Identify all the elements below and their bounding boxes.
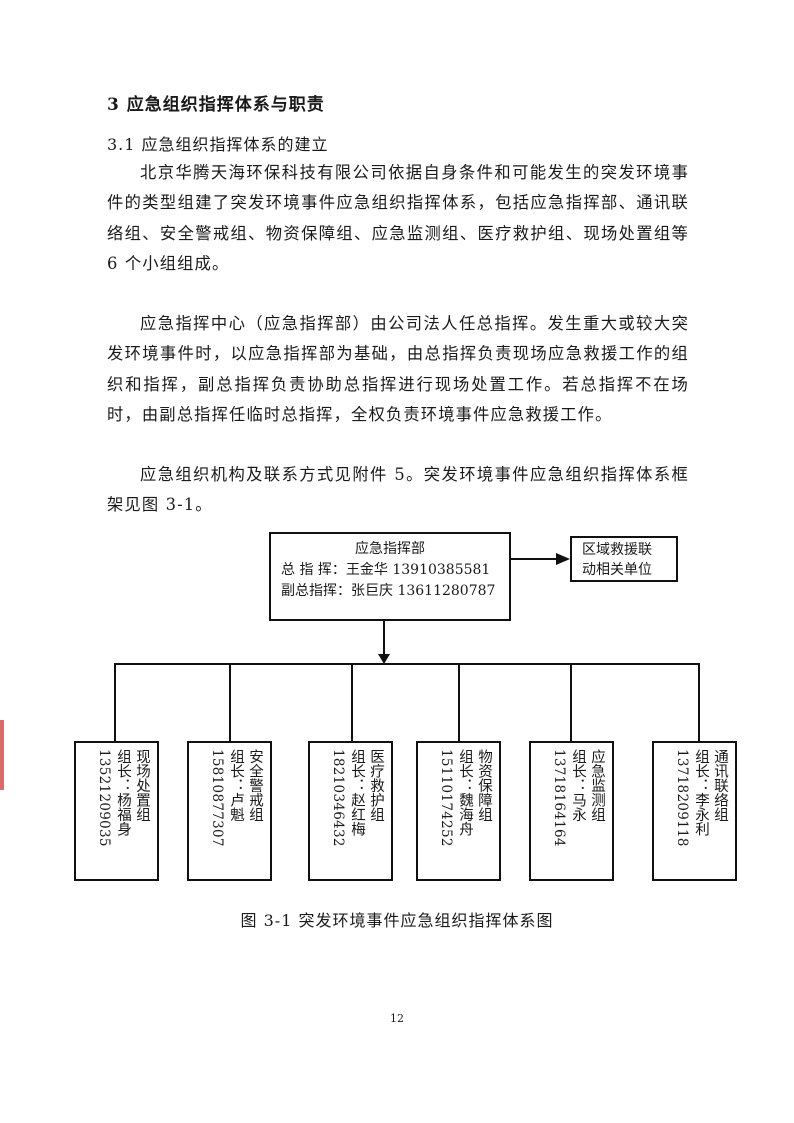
paragraph-2: 应急指挥中心（应急指挥部）由公司法人任总指挥。发生重大或较大突发环境事件时，以应…: [107, 314, 689, 424]
page-number: 12: [390, 1012, 404, 1025]
group-box-onsite: 现场处置组 组长：杨福身 13521209035: [74, 741, 159, 881]
group-box-supplies: 物资保障组 组长：魏海舟 15110174252: [416, 741, 501, 881]
branch-line: [351, 663, 353, 741]
group-phone: 13718209118: [674, 749, 690, 847]
group-phone: 13521209035: [96, 749, 112, 847]
branch-line: [698, 663, 700, 741]
group-phone: 15810877307: [209, 749, 225, 847]
group-box-security: 安全警戒组 组长：卢魁 15810877307: [187, 741, 272, 881]
group-leader: 组长：李永利: [693, 749, 709, 836]
branch-line: [458, 663, 460, 741]
group-name: 通讯联络组: [712, 749, 728, 822]
group-leader: 组长：卢魁: [228, 749, 244, 822]
paragraph-1: 北京华腾天海环保科技有限公司依据自身条件和可能发生的突发环境事件的类型组建了突发…: [107, 163, 689, 273]
trunk-line: [383, 621, 385, 659]
branch-line: [229, 663, 231, 741]
branch-line: [570, 663, 572, 741]
regional-rescue-line1: 区域救援联: [582, 542, 652, 558]
section-heading: 3 应急组织指挥体系与职责: [107, 95, 325, 115]
branch-bar-line: [114, 663, 700, 665]
arrow-to-region-line: [511, 558, 561, 560]
group-phone: 13718164164: [551, 749, 567, 847]
group-name: 物资保障组: [476, 749, 492, 822]
figure-caption: 图 3-1 突发环境事件应急组织指挥体系图: [240, 911, 554, 930]
group-name: 安全警戒组: [247, 749, 263, 822]
group-name: 应急监测组: [589, 749, 605, 822]
group-leader: 组长：魏海舟: [457, 749, 473, 836]
group-phone: 18210346432: [330, 749, 346, 847]
regional-rescue-line2: 动相关单位: [582, 562, 652, 578]
group-box-communication: 通讯联络组 组长：李永利 13718209118: [652, 741, 737, 881]
group-leader: 组长：杨福身: [115, 749, 131, 836]
command-center-box: 应急指挥部 总 指 挥：王金华 13910385581 副总指挥：张巨庆 136…: [269, 532, 511, 621]
command-center-title: 应急指挥部: [355, 541, 425, 557]
group-phone: 15110174252: [438, 749, 454, 847]
arrow-head-icon: [556, 553, 570, 565]
group-box-medical: 医疗救护组 组长：赵红梅 18210346432: [308, 741, 393, 881]
chief-commander-line: 总 指 挥：王金华 13910385581: [281, 562, 491, 578]
group-leader: 组长：马永: [570, 749, 586, 822]
arrow-head-icon: [378, 654, 390, 664]
group-name: 现场处置组: [134, 749, 150, 822]
group-name: 医疗救护组: [368, 749, 384, 822]
subsection-heading: 3.1 应急组织指挥体系的建立: [107, 135, 329, 154]
group-leader: 组长：赵红梅: [349, 749, 365, 836]
paragraph-3: 应急组织机构及联系方式见附件 5。突发环境事件应急组织指挥体系框架见图 3-1。: [107, 465, 689, 515]
branch-line: [114, 663, 116, 741]
stamp-edge-mark: [0, 720, 4, 790]
regional-rescue-box: 区域救援联 动相关单位: [570, 536, 678, 582]
deputy-commander-line: 副总指挥：张巨庆 13611280787: [281, 583, 496, 599]
group-box-monitoring: 应急监测组 组长：马永 13718164164: [529, 741, 614, 881]
